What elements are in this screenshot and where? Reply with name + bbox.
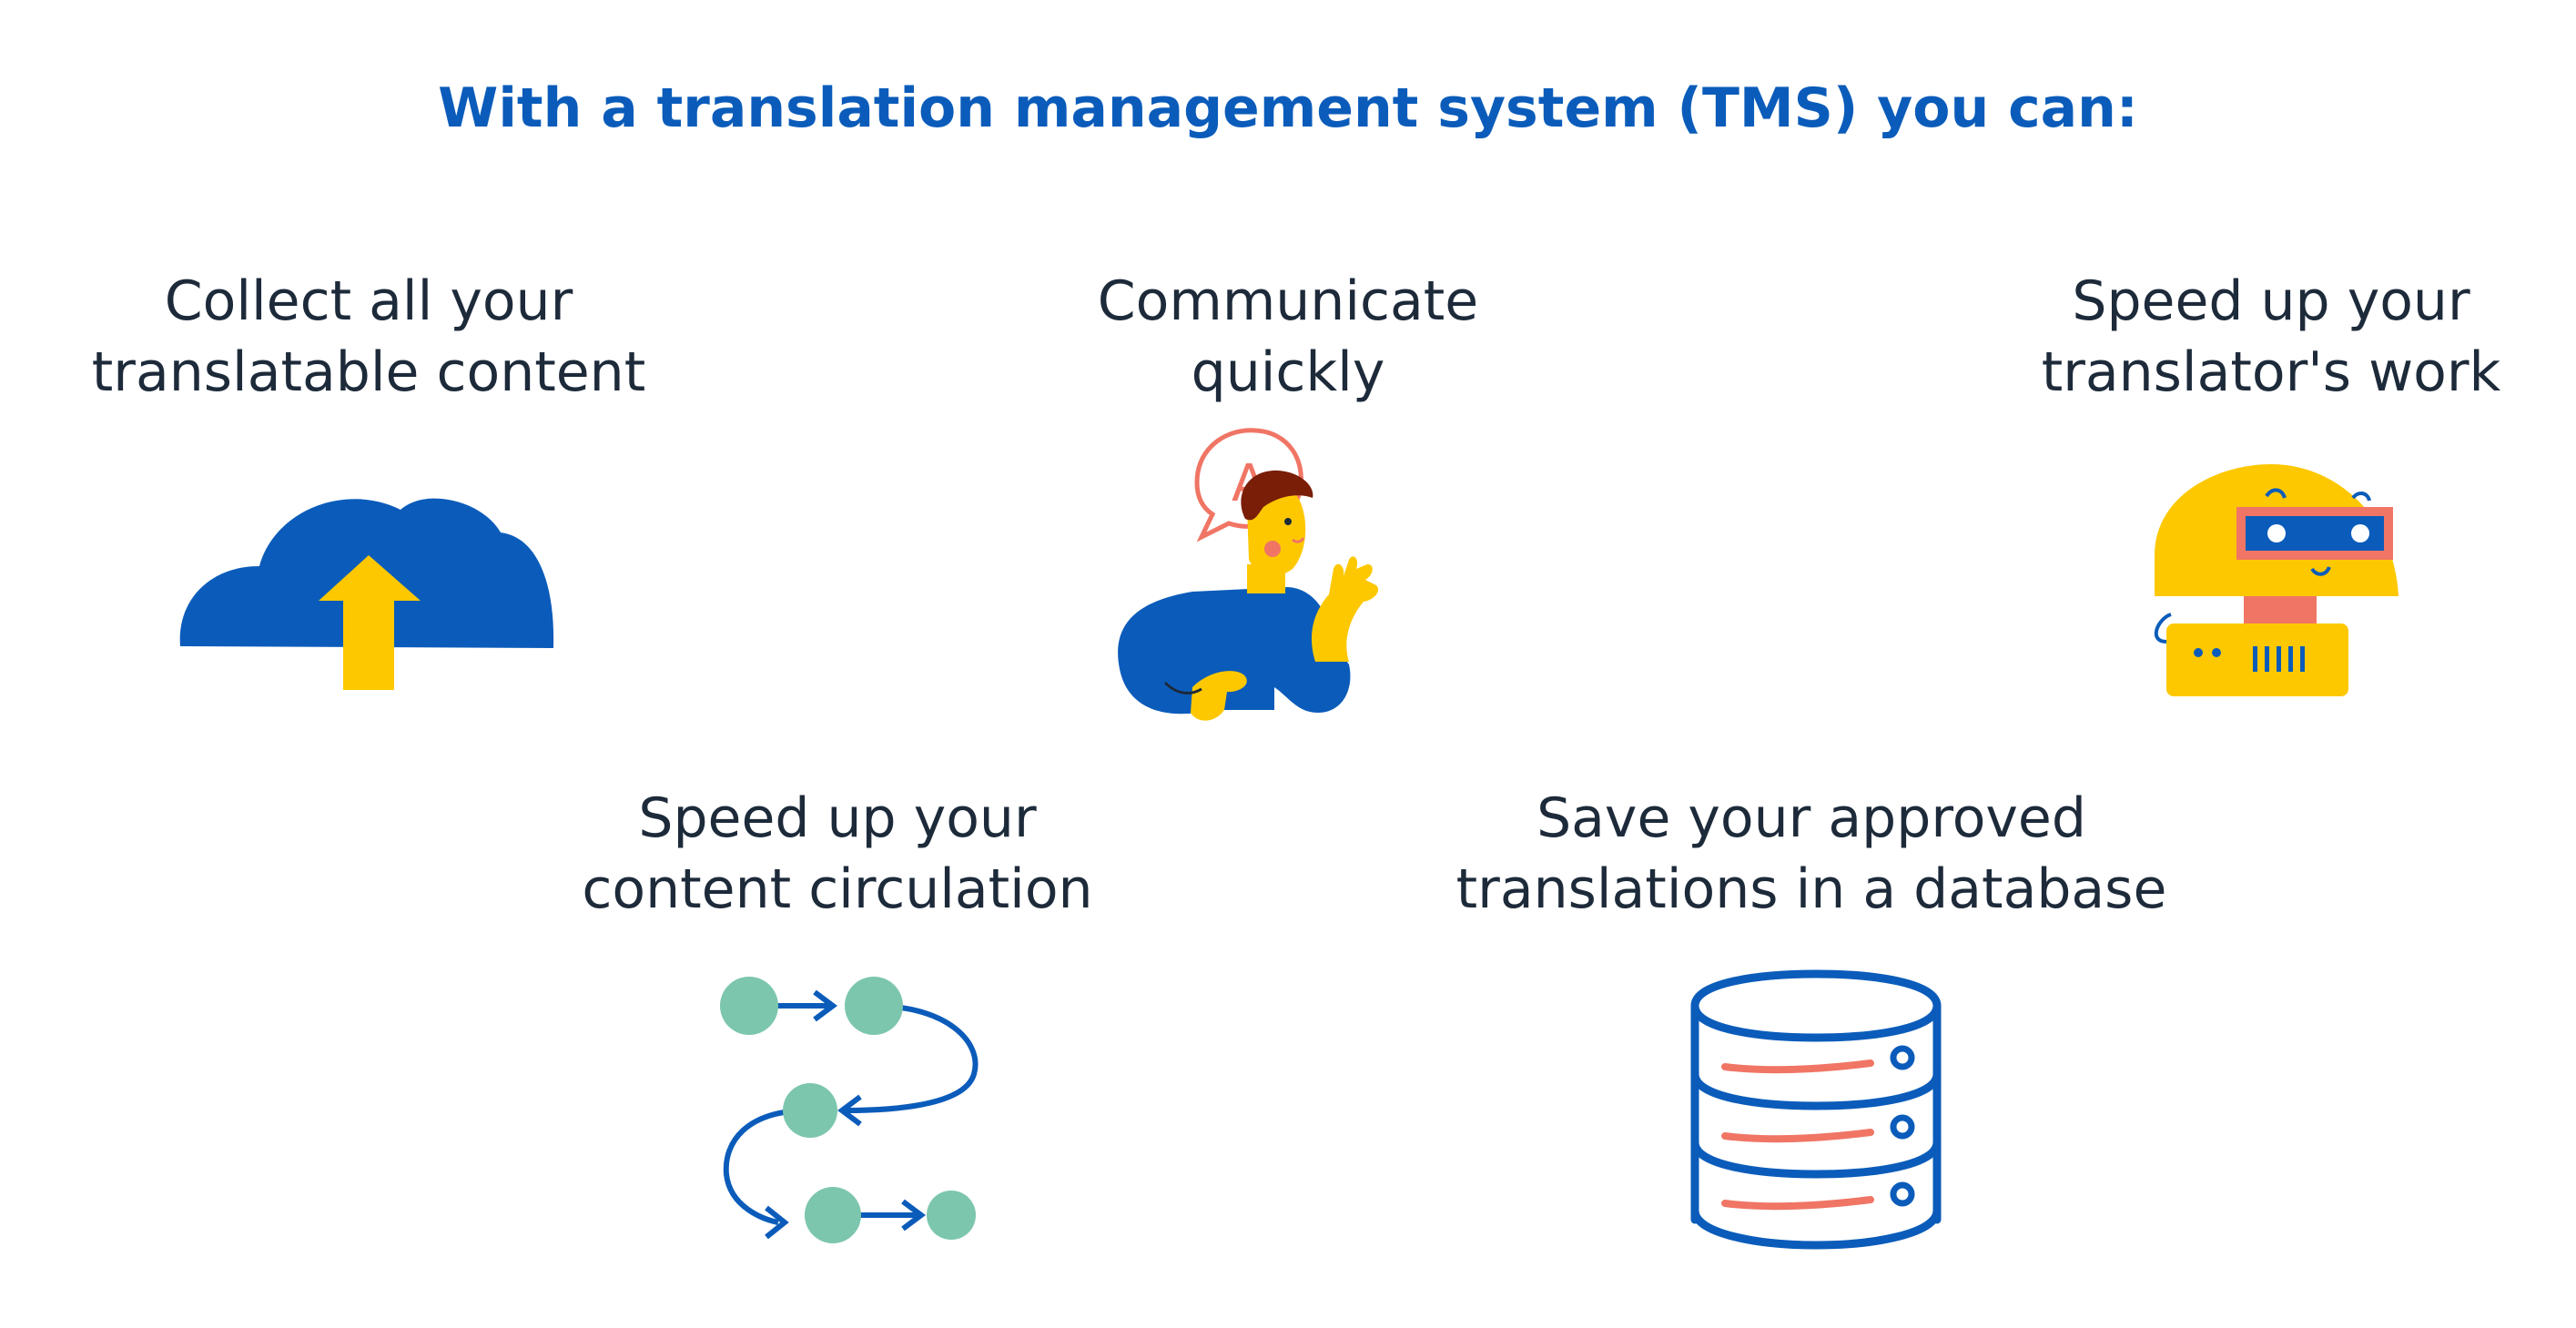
feature-circulation-label: Speed up your content circulation <box>582 786 1093 921</box>
robot-icon <box>2154 464 2399 696</box>
feature-communicate: Communicate quickly <box>974 266 1602 408</box>
cloud-upload-icon <box>179 498 554 690</box>
feature-translator: Speed up your translator's work <box>1957 266 2576 408</box>
feature-circulation: Speed up your content circulation <box>519 783 1156 925</box>
database-icon <box>1690 969 1942 1250</box>
feature-database-label: Save your approved translations in a dat… <box>1455 786 2167 921</box>
feature-database: Save your approved translations in a dat… <box>1438 783 2185 925</box>
feature-translator-label: Speed up your translator's work <box>2041 269 2501 404</box>
page-title: With a translation management system (TM… <box>438 76 2138 140</box>
feature-communicate-label: Communicate quickly <box>1097 269 1479 404</box>
workflow-icon <box>720 977 979 1243</box>
feature-collect-label: Collect all your translatable content <box>91 269 646 404</box>
person-speech-icon: A <box>1118 428 1379 721</box>
feature-collect: Collect all your translatable content <box>55 266 683 408</box>
